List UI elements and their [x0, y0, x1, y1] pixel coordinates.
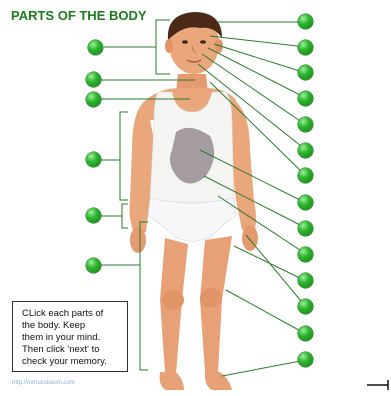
- label-dot-right-7[interactable]: [298, 168, 313, 183]
- label-dot-left-5[interactable]: [86, 208, 101, 223]
- label-dot-right-3[interactable]: [298, 65, 313, 80]
- label-dot-left-4[interactable]: [86, 152, 101, 167]
- instruction-line-4: Then click 'next' to: [22, 344, 121, 356]
- label-dot-left-2[interactable]: [86, 72, 101, 87]
- label-dot-right-1[interactable]: [298, 14, 313, 29]
- label-dot-right-6[interactable]: [298, 143, 313, 158]
- label-dot-right-10[interactable]: [298, 247, 313, 262]
- instruction-box: CLick each parts of the body. Keep them …: [12, 301, 128, 372]
- label-dot-right-12[interactable]: [298, 299, 313, 314]
- label-dot-right-2[interactable]: [298, 40, 313, 55]
- instruction-line-3: them in your mind.: [22, 332, 121, 344]
- boy-figure: [130, 12, 259, 390]
- instruction-line-5: check your memory.: [22, 356, 121, 368]
- credit-url: http://mrnussbaum.com: [12, 380, 75, 386]
- label-dot-right-8[interactable]: [298, 195, 313, 210]
- label-dot-right-14[interactable]: [298, 352, 313, 367]
- label-dot-left-3[interactable]: [86, 92, 101, 107]
- label-dot-right-4[interactable]: [298, 91, 313, 106]
- instruction-line-2: the body. Keep: [22, 320, 121, 332]
- label-dot-left-1[interactable]: [88, 40, 103, 55]
- label-dot-right-13[interactable]: [298, 326, 313, 341]
- label-dot-right-9[interactable]: [298, 221, 313, 236]
- label-dot-right-11[interactable]: [298, 273, 313, 288]
- label-dot-right-5[interactable]: [298, 117, 313, 132]
- label-dot-left-6[interactable]: [86, 258, 101, 273]
- arrow-right-icon[interactable]: [366, 380, 391, 390]
- instruction-line-1: CLick each parts of: [22, 308, 121, 320]
